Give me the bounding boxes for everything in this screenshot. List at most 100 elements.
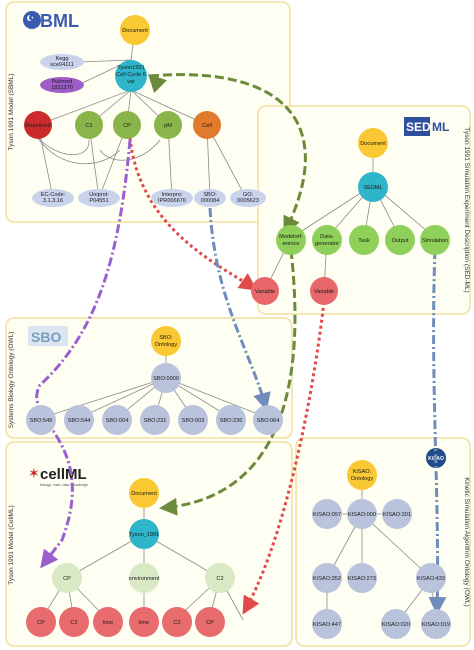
sbml-kegg-node: Kegg sce04111 <box>40 54 84 70</box>
svg-text:CP: CP <box>206 620 214 626</box>
sbo-ontology-node: SBO: Ontology <box>151 326 181 356</box>
svg-text:KISAO:273: KISAO:273 <box>348 576 376 582</box>
svg-text:SBO:545: SBO:545 <box>30 418 53 424</box>
sbo-064-node: SBO:064 <box>253 405 283 435</box>
svg-text:SED: SED <box>406 120 431 134</box>
sbml-logo: SBML <box>23 11 79 31</box>
svg-text:Output: Output <box>392 238 409 244</box>
sbml-panel-label: Tyson 1991 Model (SBML) <box>8 74 15 151</box>
blue-arrow-simulation-to-kisao <box>428 249 447 615</box>
kisao-ontology-node: KiSAO: Ontology <box>347 460 377 490</box>
sedml-panel <box>257 105 471 315</box>
cellml-logo: ✶ cellML biology. math. data. knowledge <box>28 465 88 487</box>
sed-task-node: Task <box>349 225 379 255</box>
svg-text:GO:: GO: <box>243 192 254 198</box>
svg-text:Modelref-: Modelref- <box>279 234 303 240</box>
svg-text:SBO:003: SBO:003 <box>182 418 205 424</box>
green-arrow-head-sbml <box>147 73 167 93</box>
sbo-545-node: SBO:545 <box>26 405 56 435</box>
svg-text:sce04111: sce04111 <box>50 62 73 68</box>
svg-text:Cell Cycle 6: Cell Cycle 6 <box>116 72 146 78</box>
sbo-0000-node: SBO:0000 <box>151 363 181 393</box>
cellml-leaf-cp-2: CP <box>195 607 225 637</box>
svg-text:ML: ML <box>432 120 449 134</box>
kisao-433-node: KISAO:433 <box>416 563 446 593</box>
svg-text:var: var <box>127 79 135 85</box>
edge <box>37 89 132 126</box>
svg-text:Cell: Cell <box>202 123 212 129</box>
svg-text:CP: CP <box>63 576 71 582</box>
kisao-000-node: KISAO:000 <box>347 499 377 529</box>
svg-text:Interpro:: Interpro: <box>162 192 183 198</box>
sbml-model-node: Tyson1991 Cell Cycle 6 var <box>115 60 147 92</box>
sbo-544-node: SBO:544 <box>64 405 94 435</box>
svg-text:EC-Code:: EC-Code: <box>41 192 66 198</box>
svg-text:SBO:544: SBO:544 <box>68 418 91 424</box>
sbml-c2-node: C2 <box>75 111 103 139</box>
svg-text:3.1.3.16: 3.1.3.16 <box>43 198 63 204</box>
svg-text:Data-: Data- <box>320 234 334 240</box>
sbml-sbo-node: SBO: 000084 <box>194 189 226 207</box>
sed-document-node: Document <box>358 128 388 158</box>
svg-text:SBO:004: SBO:004 <box>106 418 129 424</box>
svg-text:C2: C2 <box>70 620 77 626</box>
kisao-panel <box>295 437 471 647</box>
svg-text:0005623: 0005623 <box>237 198 259 204</box>
svg-text:C2: C2 <box>85 123 92 129</box>
kisao-097-node: KISAO:097 <box>312 499 342 529</box>
cellml-panel-label: Tyson 1991 Model (CellML) <box>8 505 15 584</box>
svg-text:Ontology: Ontology <box>155 342 178 348</box>
edge <box>99 139 161 161</box>
edge <box>165 377 269 419</box>
sbo-003-node: SBO:003 <box>178 405 208 435</box>
svg-text:Tyson1991: Tyson1991 <box>117 65 144 71</box>
sbo-panel-label: Systems Biology Ontology (OWL) <box>8 332 15 429</box>
svg-text:C2: C2 <box>173 620 180 626</box>
cellml-document-node: Document <box>129 478 159 508</box>
sed-variable-node-1: Variable <box>251 277 279 305</box>
svg-text:SBO:236: SBO:236 <box>220 418 243 424</box>
svg-text:Task: Task <box>358 238 370 244</box>
sedml-panel-label: Tyson 1991 Simulation Experiment Descrip… <box>463 127 470 292</box>
svg-text:time: time <box>139 620 150 626</box>
green-arrow-sedml-to-cellml <box>159 249 297 516</box>
kisao-panel-label: Kinetic Simulation Algorithm Ontology (O… <box>463 477 470 606</box>
sbml-cp-node: CP <box>113 111 141 139</box>
sbo-231-node: SBO:231 <box>140 405 170 435</box>
svg-text:KISAO:000: KISAO:000 <box>348 512 376 518</box>
sbml-cell-node: Cell <box>193 111 221 139</box>
blue-arrow-sbo-064 <box>208 207 271 411</box>
kisao-447-node: KISAO:447 <box>312 609 342 639</box>
sbo-logo: SBO <box>28 326 68 346</box>
cellml-c2-node: C2 <box>205 563 235 593</box>
svg-text:KISAO:447: KISAO:447 <box>313 622 341 628</box>
svg-text:environment: environment <box>129 576 160 582</box>
svg-text:IPR006670: IPR006670 <box>158 198 186 204</box>
sbo-004-node: SBO:004 <box>102 405 132 435</box>
svg-text:SBO:: SBO: <box>203 192 217 198</box>
nodes-layer: Document Tyson1991 Cell Cycle 6 var Kegg… <box>24 15 451 639</box>
svg-text:erence: erence <box>282 241 299 247</box>
svg-text:cellML: cellML <box>40 466 87 483</box>
svg-text:CP: CP <box>37 620 45 626</box>
kisao-201-node: KISAO:201 <box>382 499 412 529</box>
edge <box>361 513 432 579</box>
edge <box>290 184 374 239</box>
svg-text:KISAO:019: KISAO:019 <box>422 622 450 628</box>
purple-arrow-cp <box>35 139 132 569</box>
sbml-pubmed-node: Pubmed 1831270 <box>40 77 84 93</box>
cellml-leaf-time-2: time <box>129 607 159 637</box>
svg-text:KISAO:097: KISAO:097 <box>313 512 341 518</box>
sbml-pm-node: pM <box>154 111 182 139</box>
svg-text:CP: CP <box>123 123 131 129</box>
svg-text:time: time <box>103 620 114 626</box>
kisao-273-node: KISAO:273 <box>347 563 377 593</box>
svg-text:biology. math. data. knowledge: biology. math. data. knowledge <box>40 483 88 487</box>
red-arrow-cp-to-variable <box>128 137 258 291</box>
svg-text:C2: C2 <box>216 576 223 582</box>
edge <box>78 377 167 419</box>
svg-text:pM: pM <box>164 123 172 129</box>
svg-text:SEDML: SEDML <box>363 185 382 191</box>
svg-text:Document: Document <box>122 28 148 34</box>
